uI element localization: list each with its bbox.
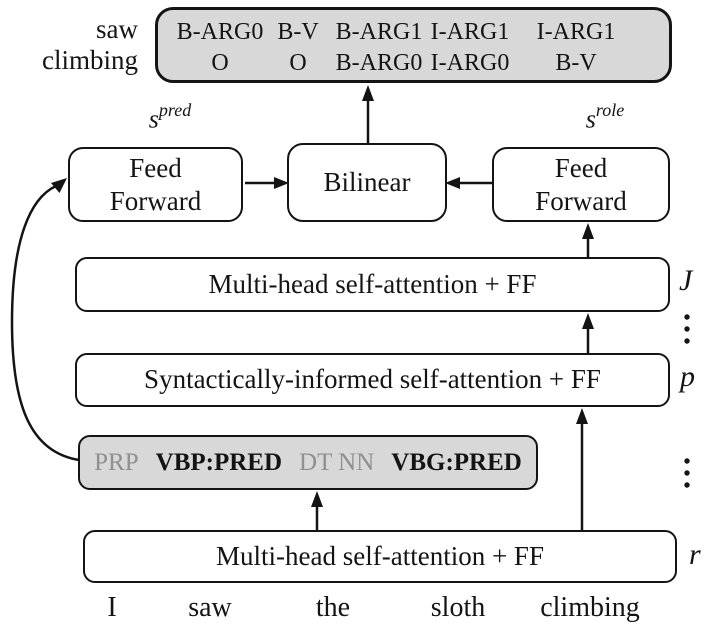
score-label-s-pred: spred [125, 100, 215, 135]
s-pred-base: s [148, 104, 159, 134]
arrowhead-left-bilinear [445, 177, 460, 189]
srl-tag: O [211, 50, 229, 76]
syntactic-attention-box: Syntactically-informed self-attention + … [75, 353, 670, 407]
s-role-base: s [585, 104, 596, 134]
pos-tag-prp: PRP [94, 448, 139, 476]
bilinear-box: Bilinear [287, 143, 447, 222]
arrowhead-curve-ffpred [51, 178, 67, 193]
srl-column-1: B-ARG0 O [177, 17, 264, 79]
bilinear-label: Bilinear [323, 166, 411, 197]
srl-column-2: B-V O [277, 17, 318, 79]
srl-output-box: B-ARG0 O B-V O B-ARG1 B-ARG0 I-ARG1 I-AR… [155, 7, 672, 83]
input-token-sloth: sloth [430, 592, 486, 623]
vertical-ellipsis-layers-J [684, 314, 690, 344]
feed-forward-role-line1: Feed [554, 152, 608, 183]
input-token-i: I [107, 592, 117, 623]
srl-tag: I-ARG1 [536, 19, 616, 45]
feed-forward-role-box: Feed Forward [492, 147, 670, 222]
srl-column-4: I-ARG1 I-ARG0 [431, 17, 510, 79]
pos-tag-vbp-pred: VBP:PRED [155, 448, 283, 476]
srl-column-3: B-ARG1 B-ARG0 [336, 17, 423, 79]
srl-tag: B-V [555, 50, 597, 76]
input-token-the: the [315, 592, 351, 623]
arrowhead-up-ffrole [582, 223, 594, 239]
output-word-climbing: climbing [42, 45, 138, 75]
arrowhead-up-syn [576, 408, 588, 424]
multihead-attention-bottom-box: Multi-head self-attention + FF [83, 530, 677, 583]
feed-forward-pred-box: Feed Forward [68, 147, 243, 222]
srl-tag: B-ARG0 [335, 50, 423, 76]
depth-letter-r: r [689, 538, 701, 571]
feed-forward-pred-line2: Forward [109, 185, 202, 216]
input-token-climbing: climbing [540, 592, 640, 623]
pos-tag-dt-nn: DT NN [299, 448, 375, 476]
arrow-pos-to-ffpred-curve [10, 184, 80, 462]
feed-forward-role-line2: Forward [535, 185, 627, 216]
score-label-s-role: srole [560, 100, 650, 135]
s-role-sup: role [595, 100, 625, 120]
multihead-attention-top-box: Multi-head self-attention + FF [75, 257, 670, 312]
pos-tag-vbg-pred: VBG:PRED [391, 448, 522, 476]
multihead-top-label: Multi-head self-attention + FF [208, 268, 537, 299]
arrowhead-up-output [362, 85, 374, 101]
input-token-saw: saw [188, 592, 232, 623]
multihead-bottom-label: Multi-head self-attention + FF [216, 540, 544, 571]
srl-tag: B-V [277, 19, 319, 45]
vertical-ellipsis-layers-p [684, 458, 690, 488]
srl-tag: I-ARG0 [430, 50, 510, 76]
arrowhead-up-mhtop [582, 313, 594, 329]
arrowhead-right-bilinear [274, 177, 289, 189]
s-pred-sup: pred [158, 100, 192, 120]
pos-prediction-box: PRP VBP:PRED DT NN VBG:PRED [78, 435, 538, 490]
arrowhead-up-pos [311, 491, 323, 507]
depth-letter-J: J [679, 264, 693, 297]
depth-letter-p: p [680, 360, 695, 393]
srl-tag: O [289, 50, 307, 76]
feed-forward-pred-line1: Feed [129, 152, 182, 183]
srl-tag: B-ARG1 [335, 19, 423, 45]
output-word-saw: saw [96, 14, 138, 44]
srl-tag: B-ARG0 [176, 19, 264, 45]
syntactic-label: Syntactically-informed self-attention + … [144, 364, 601, 395]
srl-tag: I-ARG1 [430, 19, 510, 45]
srl-column-5: I-ARG1 B-V [537, 17, 616, 79]
